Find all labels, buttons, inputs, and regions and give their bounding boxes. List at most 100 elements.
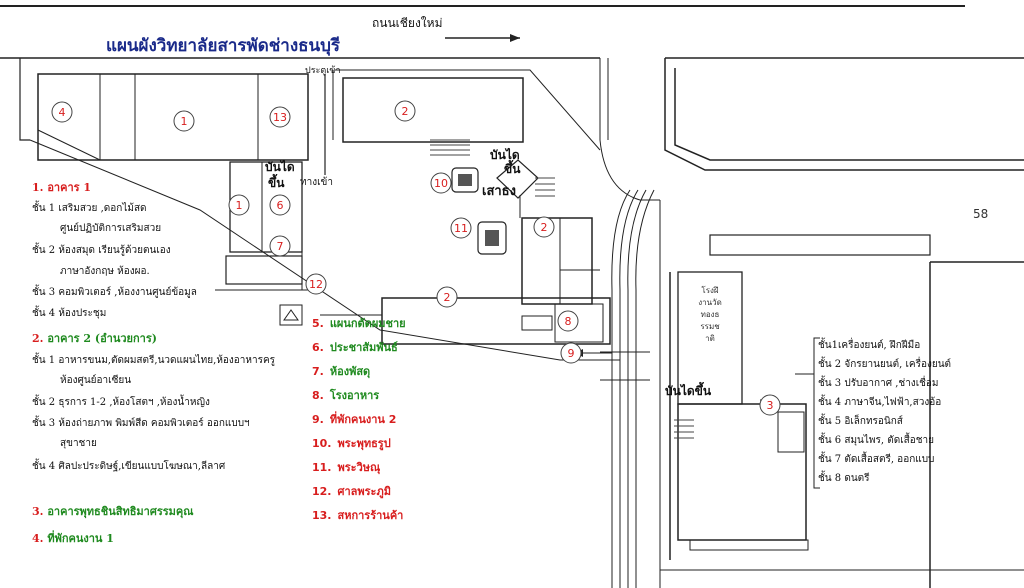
map-marker xyxy=(269,194,291,216)
map-marker xyxy=(394,100,416,122)
legend-num: 7. xyxy=(312,365,324,378)
workshop-line: งานวัด xyxy=(698,298,722,307)
workshop-line: าติ xyxy=(705,334,715,343)
legend-name: อาคารพุทธชินสิทธิมาศรรมคุณ xyxy=(47,505,194,518)
stairs-label-2b: ขึ้น xyxy=(504,162,521,176)
legend-name: พระพุทธรูป xyxy=(337,437,391,450)
legend-num: 1. xyxy=(32,181,44,194)
map-marker xyxy=(436,286,458,308)
legend-name: ที่พักคนงาน 2 xyxy=(329,413,397,426)
legend-name: พระวิษณุ xyxy=(337,461,381,474)
map-marker xyxy=(557,310,579,332)
legend-num: 9. xyxy=(312,413,324,426)
floor-item: ชั้น 2 จักรยานยนต์, เครื่องยนต์ xyxy=(818,359,952,370)
map-marker-number: 3 xyxy=(767,399,774,412)
floor-item: ชั้น 8 ดนตรี xyxy=(818,473,870,484)
legend-name: แผนกตัดผมชาย xyxy=(329,317,406,330)
floor-item: ชั้น 6 สมุนไพร, ตัดเสื้อชาย xyxy=(818,435,935,446)
map-marker xyxy=(269,106,291,128)
map-marker xyxy=(450,217,472,239)
workshop-line: ทองธ xyxy=(700,310,720,319)
map-marker xyxy=(560,342,582,364)
legend-line: ชั้น 3 ห้องถ่ายภาพ พิมพ์สีด คอมพิวเตอร์ … xyxy=(32,418,250,429)
legend-line: ห้องศูนย์อาเซียน xyxy=(60,375,132,386)
legend-name: อาคาร 2 (อำนวยการ) xyxy=(47,332,157,345)
legend-line: ศูนย์ปฏิบัติการเสริมสวย xyxy=(60,223,162,234)
legend-line: ชั้น 2 ธุรการ 1-2 ,ห้องโสตฯ ,ห้องน้ำหญิง xyxy=(32,397,210,408)
map-marker-number: 8 xyxy=(565,315,572,328)
legend-facility-item: 10. พระพุทธรูป xyxy=(312,434,406,458)
road-label: ถนนเชียงใหม่ xyxy=(372,16,443,30)
legend-num: 3. xyxy=(32,505,44,518)
legend-buildings: 1. อาคาร 1 ชั้น 1 เสริมสวย ,ดอกไม้สด ศูน… xyxy=(32,178,275,547)
map-marker-number: 6 xyxy=(277,199,284,212)
legend-num: 5. xyxy=(312,317,324,330)
legend-line: ชั้น 4 ห้องประชุม xyxy=(32,308,107,319)
map-marker-number: 11 xyxy=(454,222,468,235)
legend-line: ชั้น 1 อาหารขนม,ตัดผมสตรี,นวดแผนไทย,ห้อง… xyxy=(32,355,276,366)
map-marker-number: 12 xyxy=(309,278,323,291)
legend-line: ชั้น 3 คอมพิวเตอร์ ,ห้องงานศูนย์ข้อมูล xyxy=(32,287,197,298)
legend-num: 8. xyxy=(312,389,324,402)
legend-facility-item: 11. พระวิษณุ xyxy=(312,458,406,482)
map-marker xyxy=(51,101,73,123)
map-marker xyxy=(269,235,291,257)
legend-facility-item: 5. แผนกตัดผมชาย xyxy=(312,314,406,338)
floor-item: ชั้น 3 ปรับอากาศ ,ช่างเชื่อม xyxy=(818,378,939,389)
map-marker xyxy=(759,394,781,416)
legend-line: ภาษาอังกฤษ ห้องผอ. xyxy=(60,266,150,277)
legend-num: 11. xyxy=(312,461,332,474)
legend-num: 12. xyxy=(312,485,332,498)
legend-num: 13. xyxy=(312,509,332,522)
legend-num: 4. xyxy=(32,532,44,545)
page-number: 58 xyxy=(973,207,989,221)
map-marker-number: 1 xyxy=(181,115,188,128)
legend-name: ห้องพัสดุ xyxy=(329,365,371,378)
workshop-label: โรงฝึ งานวัด ทองธ รรมช าติ xyxy=(690,285,730,345)
legend-name: อาคาร 1 xyxy=(47,181,92,194)
entrance-label: ทางเข้า xyxy=(300,177,333,188)
legend-name: ที่พักคนงาน 1 xyxy=(47,532,114,545)
legend-name: ประชาสัมพันธ์ xyxy=(329,341,398,354)
legend-building-1: 1. อาคาร 1 xyxy=(32,178,275,196)
stairs-label-1b: ขึ้น xyxy=(268,176,285,190)
floor-item: ชั้น 7 ตัดเสื้อสตรี, ออกแบบ xyxy=(818,454,935,465)
floor-item: ชั้น 4 ภาษาจีน,ไฟฟ้า,สวงอ้อ xyxy=(818,397,942,408)
map-marker-number: 13 xyxy=(273,111,287,124)
map-marker xyxy=(305,273,327,295)
map-marker-number: 10 xyxy=(434,177,448,190)
legend-building-3: 3. อาคารพุทธชินสิทธิมาศรรมคุณ xyxy=(32,502,275,520)
map-marker xyxy=(173,110,195,132)
legend-building-2: 2. อาคาร 2 (อำนวยการ) xyxy=(32,329,275,347)
floor-item: ชั้น 5 อิเล็กทรอนิกส์ xyxy=(818,416,903,427)
map-marker-number: 2 xyxy=(444,291,451,304)
legend-name: โรงอาหาร xyxy=(329,389,380,402)
legend-line: ชั้น 4 ศิลปะประดิษฐ์,เขียนแบบโฆษณา,ลีลาศ xyxy=(32,461,226,472)
legend-facility-item: 8. โรงอาหาร xyxy=(312,386,406,410)
legend-num: 10. xyxy=(312,437,332,450)
map-marker xyxy=(430,172,452,194)
legend-building-4: 4. ที่พักคนงาน 1 xyxy=(32,529,275,547)
legend-facility-item: 13. สหการร้านค้า xyxy=(312,506,406,530)
floor-item: ชั้น1เครื่องยนต์, ฝึกฝีมือ xyxy=(818,340,921,351)
flagpole-label: เสาธง xyxy=(482,184,516,199)
legend-num: 6. xyxy=(312,341,324,354)
legend-line: ชั้น 1 เสริมสวย ,ดอกไม้สด xyxy=(32,203,147,214)
legend-name: สหการร้านค้า xyxy=(337,509,404,522)
legend-line: สุขาชาย xyxy=(60,438,97,449)
legend-facilities: 5. แผนกตัดผมชาย 6. ประชาสัมพันธ์ 7. ห้องพัสดุ… xyxy=(312,314,406,530)
stairs-label-3: บันไดขึ้น xyxy=(665,384,712,398)
map-marker-number: 2 xyxy=(402,105,409,118)
map-marker-number: 2 xyxy=(541,221,548,234)
map-marker-number: 1 xyxy=(236,199,243,212)
legend-name: ศาลพระภูมิ xyxy=(337,485,391,498)
map-marker-number: 9 xyxy=(568,347,575,360)
map-marker-number: 4 xyxy=(59,106,66,119)
stairs-label-1: บันได xyxy=(265,160,295,174)
gate-label: ประตูเข้า xyxy=(305,66,341,76)
legend-facility-item: 7. ห้องพัสดุ xyxy=(312,362,406,386)
map-marker xyxy=(533,216,555,238)
legend-num: 2. xyxy=(32,332,44,345)
legend-facility-item: 9. ที่พักคนงาน 2 xyxy=(312,410,406,434)
